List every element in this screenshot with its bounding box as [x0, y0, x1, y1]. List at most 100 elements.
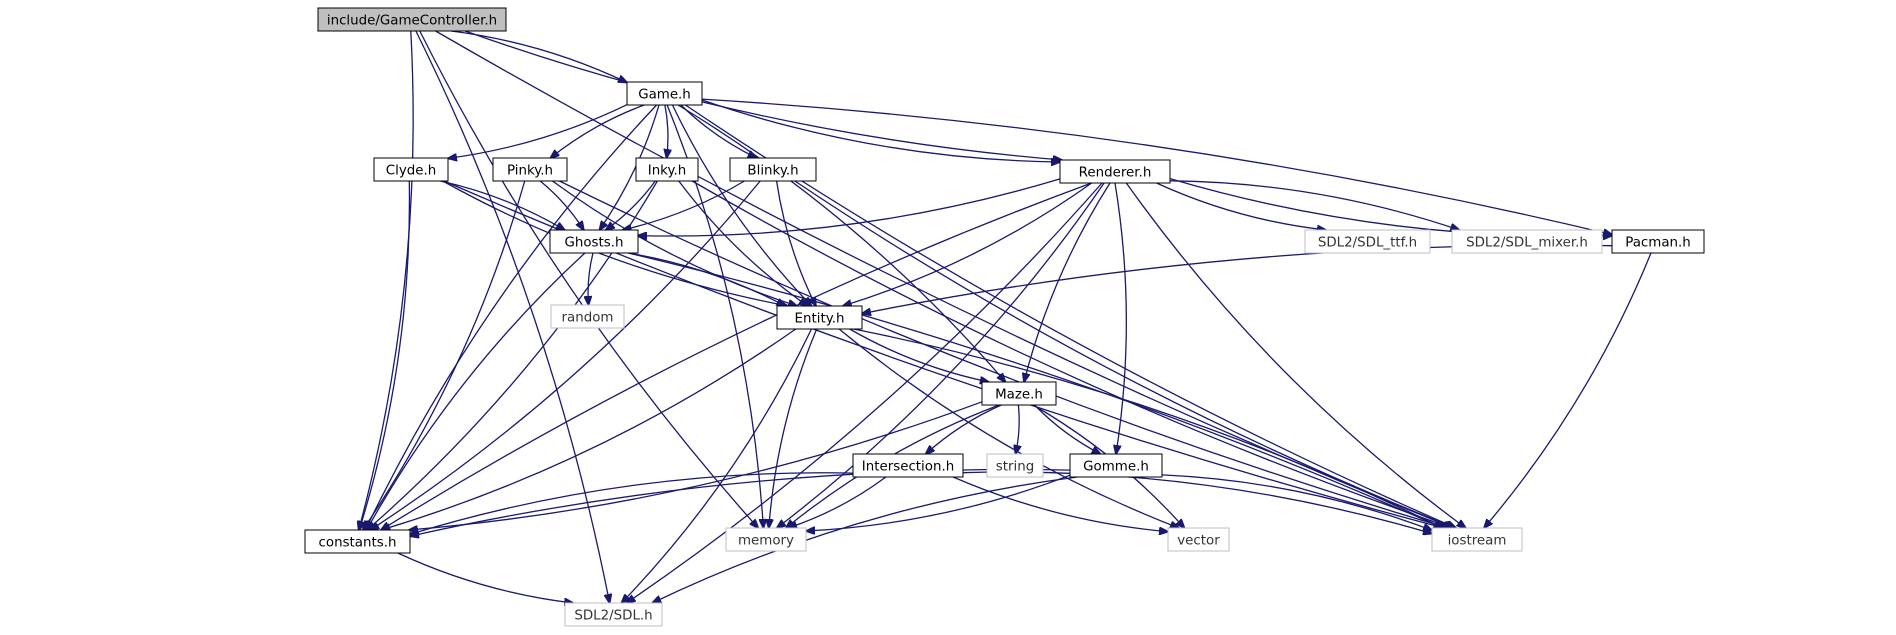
node-iostream: iostream: [1431, 527, 1523, 552]
edge-blinky-to-iostream: [794, 180, 1455, 528]
node-entity-label: Entity.h: [795, 312, 845, 327]
edge-game-to-maze: [677, 104, 1005, 382]
edge-pacman-to-entity: [862, 244, 1613, 313]
edge-ghosts-to-random: [588, 252, 594, 305]
edge-game-to-ghosts: [600, 104, 660, 230]
node-memory-label: memory: [738, 534, 794, 549]
edge-entity-to-iostream: [853, 328, 1443, 528]
node-renderer-label: Renderer.h: [1079, 166, 1152, 181]
edge-entity-to-memory: [769, 328, 818, 528]
edge-clyde-to-entity: [442, 180, 788, 306]
node-ghosts-label: Ghosts.h: [564, 236, 623, 251]
node-constants-label: constants.h: [319, 536, 397, 551]
node-sdl-box: [564, 602, 663, 627]
node-pacman[interactable]: Pacman.h: [1611, 229, 1705, 254]
edge-gc-to-constants: [359, 30, 414, 530]
node-maze[interactable]: Maze.h: [981, 381, 1057, 406]
edge-gc-to-memory: [419, 30, 758, 528]
node-sdlmixer-box: [1451, 229, 1603, 254]
node-random: random: [550, 304, 625, 329]
edge-entity-to-constants: [381, 328, 797, 530]
edge-maze-to-intersection: [926, 404, 1002, 454]
node-sdlttf-box: [1304, 229, 1431, 254]
edge-maze-to-string: [1016, 404, 1020, 454]
node-clyde-label: Clyde.h: [386, 164, 436, 179]
node-string-box: [986, 453, 1044, 478]
node-random-label: random: [562, 311, 614, 326]
node-gc[interactable]: include/GameController.h: [317, 7, 507, 32]
edge-renderer-to-maze: [1024, 182, 1111, 382]
edge-pinky-to-constants: [363, 180, 526, 530]
edge-ghosts-to-constants: [367, 252, 586, 530]
node-sdlttf-label: SDL2/SDL_ttf.h: [1318, 236, 1417, 251]
edge-pacman-to-iostream: [1484, 252, 1652, 528]
edge-renderer-to-iostream: [1125, 182, 1465, 528]
edge-blinky-to-entity: [775, 180, 816, 306]
node-game[interactable]: Game.h: [626, 81, 703, 106]
edge-gomme-to-constants: [410, 468, 1071, 537]
edge-maze-to-constants: [409, 401, 983, 530]
node-renderer[interactable]: Renderer.h: [1059, 159, 1171, 184]
node-intersection[interactable]: Intersection.h: [852, 453, 964, 478]
node-iostream-label: iostream: [1448, 534, 1507, 549]
node-renderer-box: [1059, 159, 1171, 184]
node-iostream-box: [1431, 527, 1523, 552]
edge-constants-to-sdl: [397, 552, 573, 603]
node-gc-label: include/GameController.h: [327, 14, 497, 29]
node-constants[interactable]: constants.h: [304, 529, 411, 554]
node-sdlttf: SDL2/SDL_ttf.h: [1304, 229, 1431, 254]
node-entity-box: [776, 305, 863, 330]
edge-game-to-renderer: [701, 99, 1060, 162]
node-game-label: Game.h: [638, 88, 691, 103]
edge-gc-to-renderer: [464, 30, 1062, 160]
edge-blinky-to-ghosts: [623, 180, 745, 230]
node-ghosts-box: [549, 229, 639, 254]
edge-ghosts-to-iostream: [627, 252, 1443, 528]
edge-inky-to-entity: [678, 180, 808, 306]
node-pinky[interactable]: Pinky.h: [492, 157, 568, 182]
edge-entity-to-maze: [849, 328, 989, 382]
node-ghosts[interactable]: Ghosts.h: [549, 229, 639, 254]
node-sdlmixer-label: SDL2/SDL_mixer.h: [1466, 236, 1588, 251]
node-sdl: SDL2/SDL.h: [564, 602, 663, 627]
node-memory-box: [725, 527, 807, 552]
edge-game-to-constants: [365, 104, 658, 530]
edge-intersection-to-constants: [410, 472, 854, 535]
edge-renderer-to-memory: [777, 182, 1105, 528]
edge-ghosts-to-entity: [627, 252, 785, 306]
node-vector-box: [1167, 527, 1230, 552]
edge-inky-to-ghosts: [606, 180, 656, 230]
node-string-label: string: [996, 460, 1034, 475]
edge-gc-to-sdl: [415, 30, 610, 603]
edge-intersection-to-memory: [788, 476, 887, 528]
edge-renderer-to-sdl: [627, 182, 1103, 603]
node-pinky-label: Pinky.h: [507, 164, 553, 179]
node-maze-box: [981, 381, 1057, 406]
edge-game-to-entity: [671, 104, 812, 306]
edge-blinky-to-constants: [370, 180, 761, 530]
edge-gomme-to-iostream: [1161, 474, 1432, 530]
node-blinky-label: Blinky.h: [747, 164, 798, 179]
node-constants-box: [304, 529, 411, 554]
node-inky[interactable]: Inky.h: [635, 157, 699, 182]
edge-renderer-to-entity: [843, 182, 1093, 306]
edge-game-to-pacman: [701, 98, 1612, 235]
node-memory: memory: [725, 527, 807, 552]
edge-renderer-to-constants: [381, 182, 1092, 530]
edge-renderer-to-sdlttf: [1156, 182, 1327, 230]
node-vector: vector: [1167, 527, 1230, 552]
edge-maze-to-gomme: [1034, 404, 1101, 454]
edge-gomme-to-sdl: [652, 476, 1078, 603]
edge-renderer-to-gomme: [1115, 182, 1127, 454]
node-blinky[interactable]: Blinky.h: [729, 157, 817, 182]
node-intersection-box: [852, 453, 964, 478]
node-intersection-label: Intersection.h: [862, 460, 954, 475]
node-entity[interactable]: Entity.h: [776, 305, 863, 330]
edge-renderer-to-sdlmixer: [1169, 180, 1459, 230]
node-gomme[interactable]: Gomme.h: [1069, 453, 1163, 478]
node-sdl-label: SDL2/SDL.h: [574, 609, 652, 624]
edge-intersection-to-iostream: [962, 471, 1432, 534]
edge-game-to-inky: [665, 104, 668, 158]
node-clyde[interactable]: Clyde.h: [373, 157, 449, 182]
